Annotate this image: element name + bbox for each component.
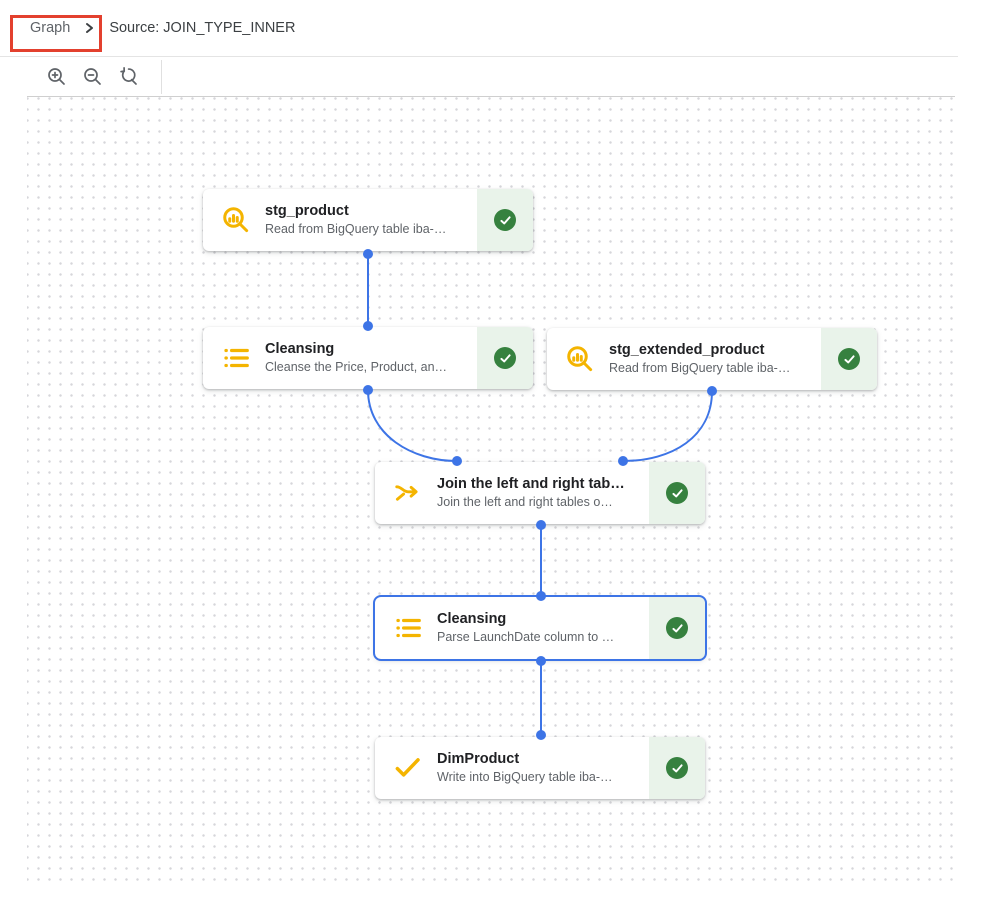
toolbar-divider xyxy=(161,59,162,94)
node-subtitle: Read from BigQuery table iba-… xyxy=(609,361,791,376)
status-section xyxy=(649,597,705,659)
success-check-icon xyxy=(666,482,688,504)
status-section xyxy=(649,462,705,524)
node-subtitle: Cleanse the Price, Product, an… xyxy=(265,360,448,375)
node-subtitle: Parse LaunchDate column to … xyxy=(437,630,615,645)
node-subtitle: Read from BigQuery table iba-… xyxy=(265,222,447,237)
node-title: DimProduct xyxy=(437,751,520,768)
success-check-icon xyxy=(666,757,688,779)
node-title: Cleansing xyxy=(265,341,335,358)
status-section xyxy=(477,189,533,251)
join-merge-icon xyxy=(393,478,427,508)
zoom-out-button[interactable] xyxy=(80,64,106,90)
pipeline-canvas[interactable]: stg_product Read from BigQuery table iba… xyxy=(27,96,955,889)
node-dim-product[interactable]: DimProduct Write into BigQuery table iba… xyxy=(375,737,705,799)
breadcrumb-source-label: Source: JOIN_TYPE_INNER xyxy=(109,20,296,36)
node-title: stg_product xyxy=(265,203,349,220)
chevron-right-icon xyxy=(83,22,95,34)
node-join[interactable]: Join the left and right tab… Join the le… xyxy=(375,462,705,524)
wrangler-list-icon xyxy=(221,343,255,373)
status-section xyxy=(649,737,705,799)
success-check-icon xyxy=(494,209,516,231)
zoom-in-button[interactable] xyxy=(44,64,70,90)
node-title: stg_extended_product xyxy=(609,342,765,359)
node-subtitle: Write into BigQuery table iba-… xyxy=(437,770,613,785)
zoom-reset-button[interactable] xyxy=(116,64,142,90)
success-check-icon xyxy=(838,348,860,370)
node-stg-extended-product[interactable]: stg_extended_product Read from BigQuery … xyxy=(547,328,877,390)
node-cleansing-1[interactable]: Cleansing Cleanse the Price, Product, an… xyxy=(203,327,533,389)
node-stg-product[interactable]: stg_product Read from BigQuery table iba… xyxy=(203,189,533,251)
bigquery-source-icon xyxy=(565,344,599,374)
node-title: Join the left and right tab… xyxy=(437,476,625,493)
graph-toolbar xyxy=(0,57,958,96)
wrangler-list-icon xyxy=(393,613,427,643)
status-section xyxy=(821,328,877,390)
node-subtitle: Join the left and right tables o… xyxy=(437,495,613,510)
bigquery-source-icon xyxy=(221,205,255,235)
node-title: Cleansing xyxy=(437,611,507,628)
success-check-icon xyxy=(494,347,516,369)
zoom-in-icon xyxy=(48,67,65,85)
sink-check-icon xyxy=(393,753,427,783)
edge-stgextended-join xyxy=(622,390,713,462)
zoom-reset-icon xyxy=(120,66,137,85)
status-section xyxy=(477,327,533,389)
breadcrumb: Graph Source: JOIN_TYPE_INNER xyxy=(0,0,958,57)
success-check-icon xyxy=(666,617,688,639)
node-cleansing-2-selected[interactable]: Cleansing Parse LaunchDate column to … xyxy=(373,595,707,661)
edge-cleansing1-join xyxy=(367,389,458,462)
breadcrumb-graph-link[interactable]: Graph xyxy=(30,20,71,36)
zoom-out-icon xyxy=(84,67,101,85)
